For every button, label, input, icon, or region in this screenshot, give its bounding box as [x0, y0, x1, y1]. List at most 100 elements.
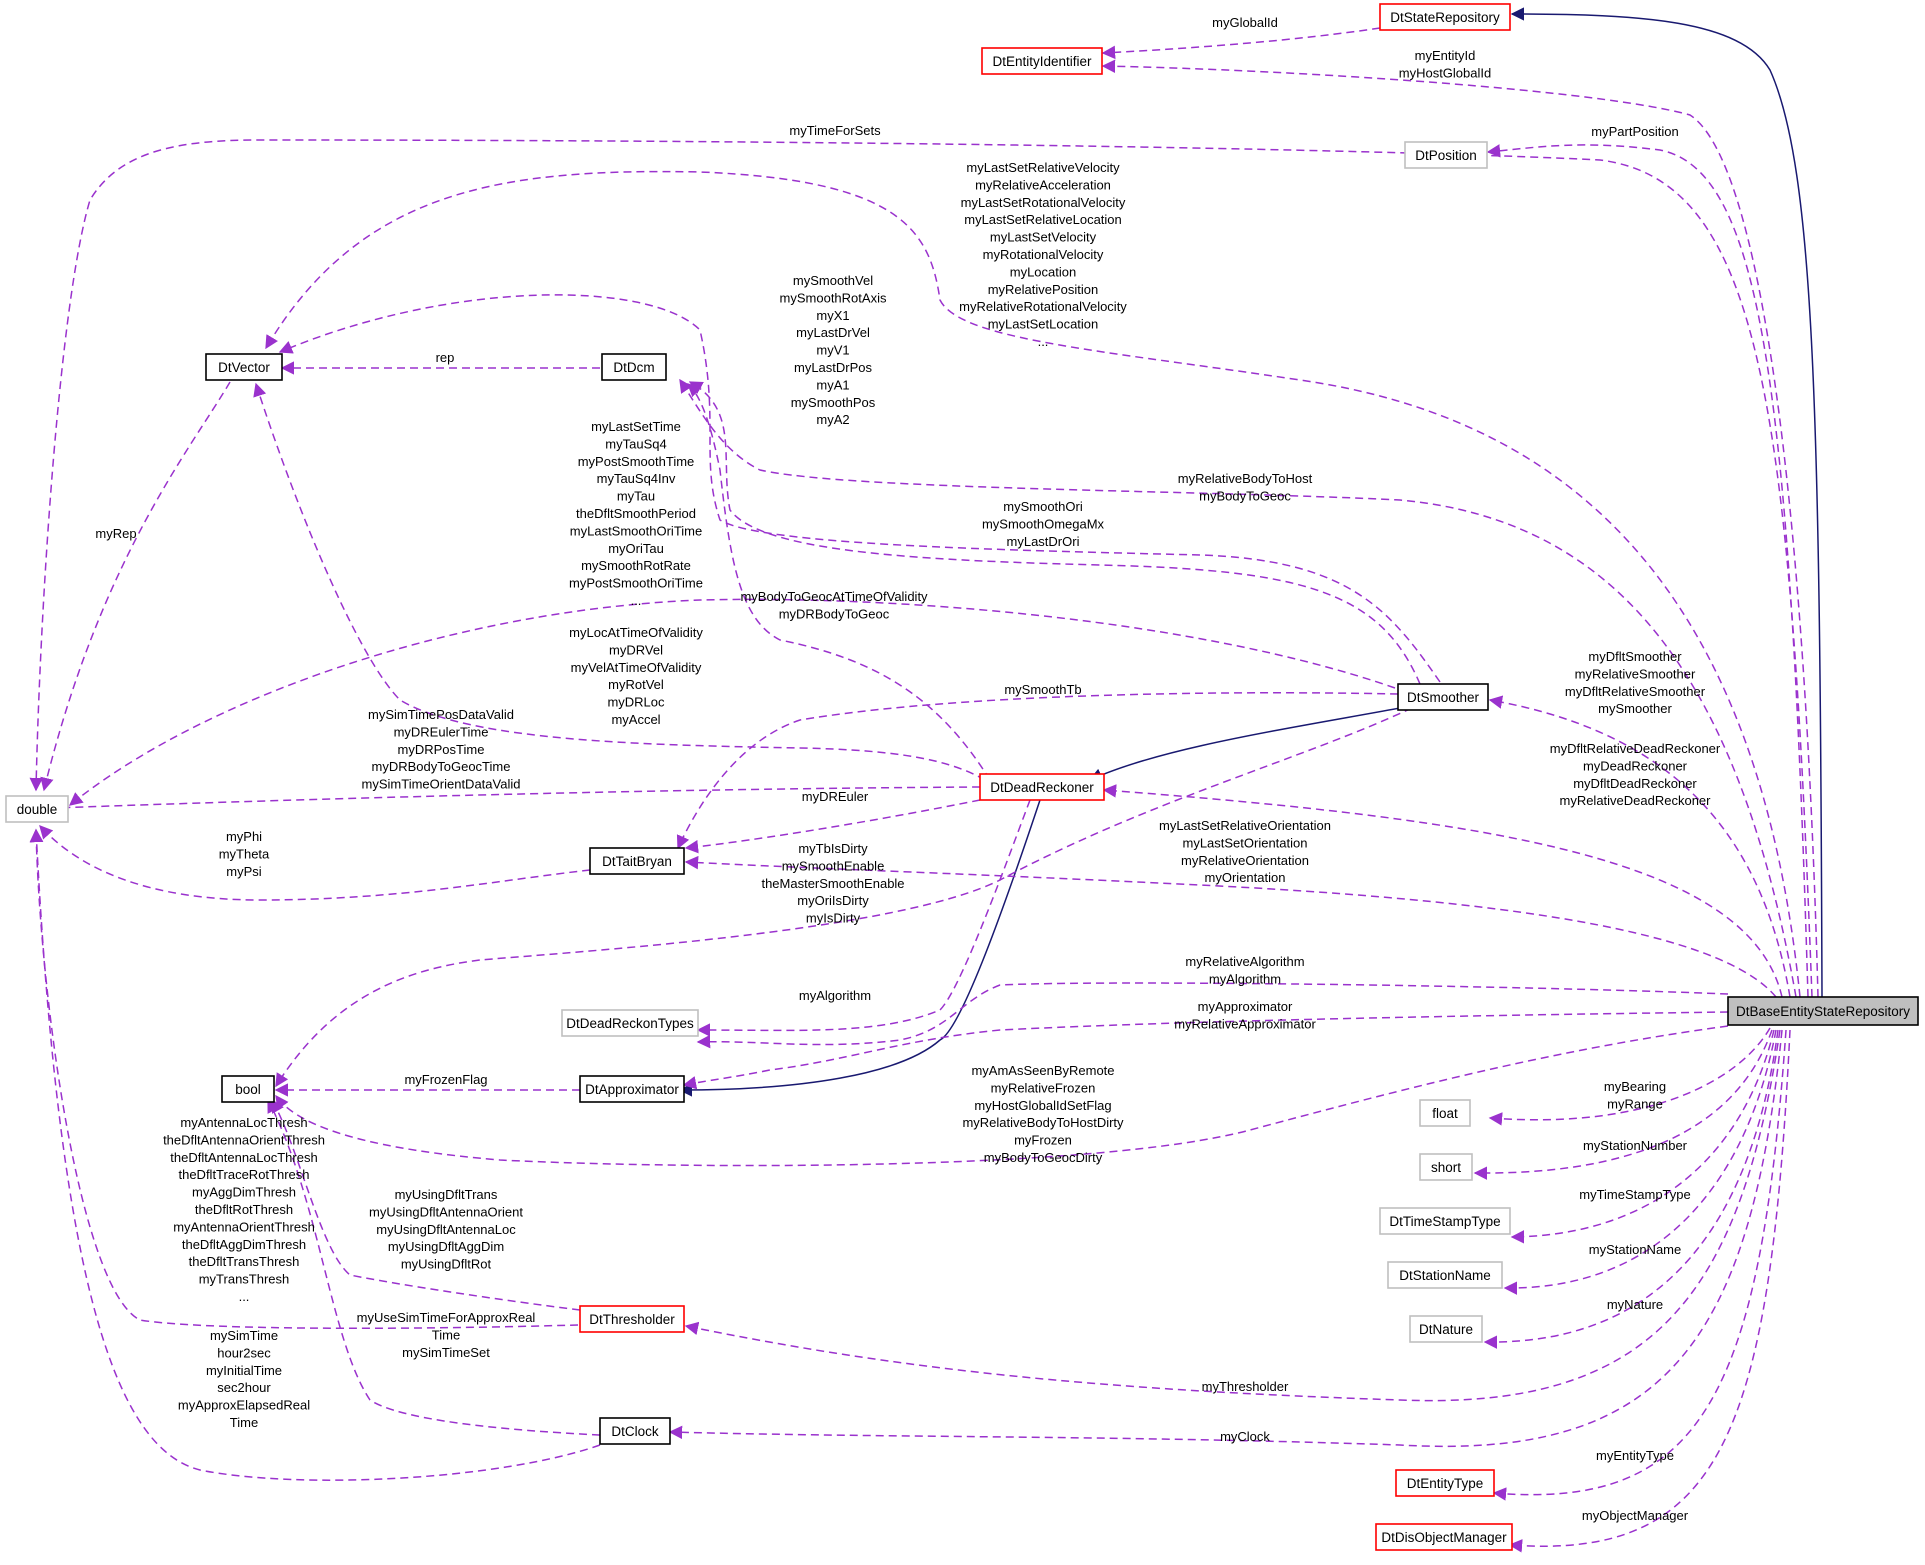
edge-base-bools [275, 1025, 1729, 1167]
node-dtvector[interactable]: DtVector [205, 353, 283, 381]
svg-text:bool: bool [235, 1082, 261, 1097]
edge-label-line: myLastSetOrientation [1182, 835, 1307, 850]
node-dtapproximator[interactable]: DtApproximator [579, 1075, 685, 1103]
edge-label-line: myFrozen [1014, 1133, 1072, 1148]
edge-label-line: myA2 [816, 412, 849, 427]
edge-label-line: myDRPosTime [398, 742, 485, 757]
edge-label-line: mySmoothOmegaMx [982, 516, 1105, 531]
edge-label-line: myTheta [219, 846, 270, 861]
edge-label-smootherbools: myTbIsDirtymySmoothEnabletheMasterSmooth… [761, 841, 904, 926]
edge-relbodytohost [679, 378, 1797, 998]
edge-label-mypartposition: myPartPosition [1591, 124, 1678, 139]
edge-clock-doubles [29, 828, 601, 1481]
node-double[interactable]: double [5, 795, 69, 823]
edge-label-smoothers: myDfltSmoothermyRelativeSmoothermyDfltRe… [1565, 649, 1706, 716]
edge-label-line: mySimTimeOrientDataValid [362, 777, 521, 792]
edge-myentityid [1101, 59, 1819, 998]
edge-label-line: myTauSq4 [605, 436, 666, 451]
edge-mysmoothtb [676, 692, 1399, 850]
edge-label-myobjectmanager: myObjectManager [1582, 1508, 1689, 1523]
edge-label-line: myThresholder [1202, 1379, 1289, 1394]
edge-label-line: myTimeForSets [789, 123, 881, 138]
node-dtdisobjectmanager[interactable]: DtDisObjectManager [1375, 1523, 1513, 1551]
edge-angles [39, 825, 591, 901]
edge-label-threshbools: myUsingDfltTransmyUsingDfltAntennaOrient… [369, 1187, 523, 1272]
edge-label-line: myLastSetVelocity [990, 230, 1097, 245]
svg-text:DtSmoother: DtSmoother [1407, 690, 1480, 705]
edge-label-line: myRelativePosition [988, 282, 1099, 297]
edge-vectors [265, 170, 1801, 998]
edge-label-line: myRelativeApproximator [1174, 1016, 1316, 1031]
node-dtposition[interactable]: DtPosition [1404, 141, 1488, 169]
edge-label-mytimestamptype: myTimeStampType [1579, 1187, 1691, 1202]
svg-text:DtEntityIdentifier: DtEntityIdentifier [992, 54, 1092, 69]
node-dtentityidentifier[interactable]: DtEntityIdentifier [981, 47, 1103, 75]
edge-label-line: myV1 [816, 343, 849, 358]
edge-label-line: myLastSetRotationalVelocity [961, 195, 1126, 210]
edge-label-line: Time [230, 1415, 258, 1430]
edge-label-line: myIsDirty [806, 911, 861, 926]
edge-label-reckoners: myDfltRelativeDeadReckoner myDeadReckoner… [1550, 741, 1721, 808]
svg-text:DtStationName: DtStationName [1399, 1268, 1491, 1283]
node-dtstaterepository[interactable]: DtStateRepository [1379, 3, 1511, 31]
node-short[interactable]: short [1419, 1153, 1473, 1181]
node-dtstationname[interactable]: DtStationName [1387, 1261, 1503, 1289]
edge-label-line: myLastSmoothOriTime [570, 523, 702, 538]
node-dtdeadreckoner[interactable]: DtDeadReckoner [979, 773, 1105, 801]
edge-orientations [684, 855, 1777, 998]
edge-label-mystationname: myStationName [1589, 1242, 1681, 1257]
edge-label-line: myEntityType [1596, 1448, 1674, 1463]
node-dttaitbryan[interactable]: DtTaitBryan [589, 847, 685, 875]
node-dtnature[interactable]: DtNature [1409, 1315, 1483, 1343]
edge-label-line: myDREuler [802, 789, 869, 804]
edge-label-line: myDfltSmoother [1588, 649, 1682, 664]
edge-label-line: myPostSmoothTime [578, 454, 695, 469]
edge-label-smootherdoubles: myLastSetTimemyTauSq4myPostSmoothTimemyT… [569, 419, 703, 608]
edge-label-threshsimtime: myUseSimTimeForApproxRealTimemySimTimeSe… [357, 1310, 536, 1360]
edge-label-bodytogeocattime: myBodyToGeocAtTimeOfValiditymyDRBodyToGe… [740, 589, 928, 621]
node-dtdeadreckontypes[interactable]: DtDeadReckonTypes [561, 1009, 699, 1037]
edge-label-line: theDfltAntennaOrientThresh [163, 1132, 325, 1147]
node-dtsmoother[interactable]: DtSmoother [1397, 683, 1489, 711]
svg-text:DtBaseEntityStateRepository: DtBaseEntityStateRepository [1736, 1004, 1910, 1019]
edge-label-line: myDfltRelativeSmoother [1565, 684, 1706, 699]
edge-label-line: myNature [1607, 1297, 1663, 1312]
edge-label-line: theDfltRotThresh [195, 1202, 293, 1217]
edge-label-clockdoubles: mySimTimehour2secmyInitialTimesec2hourmy… [178, 1328, 310, 1430]
svg-text:DtDisObjectManager: DtDisObjectManager [1381, 1530, 1507, 1545]
svg-text:DtEntityType: DtEntityType [1407, 1476, 1484, 1491]
svg-text:DtStateRepository: DtStateRepository [1390, 10, 1500, 25]
edge-label-line: myDfltRelativeDeadReckoner [1550, 741, 1721, 756]
svg-text:DtDeadReckoner: DtDeadReckoner [990, 780, 1094, 795]
node-dtclock[interactable]: DtClock [599, 1417, 671, 1445]
node-dtdcm[interactable]: DtDcm [601, 353, 667, 381]
edge-label-mysmoothtb: mySmoothTb [1004, 682, 1081, 697]
svg-text:DtNature: DtNature [1419, 1322, 1473, 1337]
svg-text:double: double [17, 802, 58, 817]
node-bool[interactable]: bool [221, 1075, 275, 1103]
node-dtentitytype[interactable]: DtEntityType [1395, 1469, 1495, 1497]
edge-label-line: myRelativeBodyToHost [1178, 471, 1313, 486]
edge-label-line: myClock [1220, 1429, 1270, 1444]
node-dttimestamptype[interactable]: DtTimeStampType [1379, 1207, 1511, 1235]
edge-label-line: myRelativeOrientation [1181, 853, 1309, 868]
edge-label-line: myPhi [226, 829, 262, 844]
edge-mynature [1483, 1029, 1779, 1349]
edge-label-orientations: myLastSetRelativeOrientationmyLastSetOri… [1159, 818, 1331, 885]
edge-label-line: myRange [1607, 1096, 1663, 1111]
node-dtbaseentitystaterepository[interactable]: DtBaseEntityStateRepository [1727, 996, 1919, 1026]
edge-label-mynature: myNature [1607, 1297, 1663, 1312]
edge-label-line: myRotVel [608, 677, 664, 692]
edge-label-line: myUsingDfltTrans [395, 1187, 498, 1202]
edge-label-line: myOriTau [608, 541, 664, 556]
edge-label-line: myBodyToGeocAtTimeOfValidity [740, 589, 928, 604]
edge-inherit-smoother-to-deadreckoner [1088, 707, 1401, 782]
node-dtthresholder[interactable]: DtThresholder [579, 1305, 685, 1333]
edge-label-line: myBodyToGeoc [1199, 488, 1291, 503]
edge-label-line: myApproxElapsedReal [178, 1398, 310, 1413]
edge-label-line: myDeadReckoner [1583, 758, 1688, 773]
node-float[interactable]: float [1419, 1099, 1471, 1127]
